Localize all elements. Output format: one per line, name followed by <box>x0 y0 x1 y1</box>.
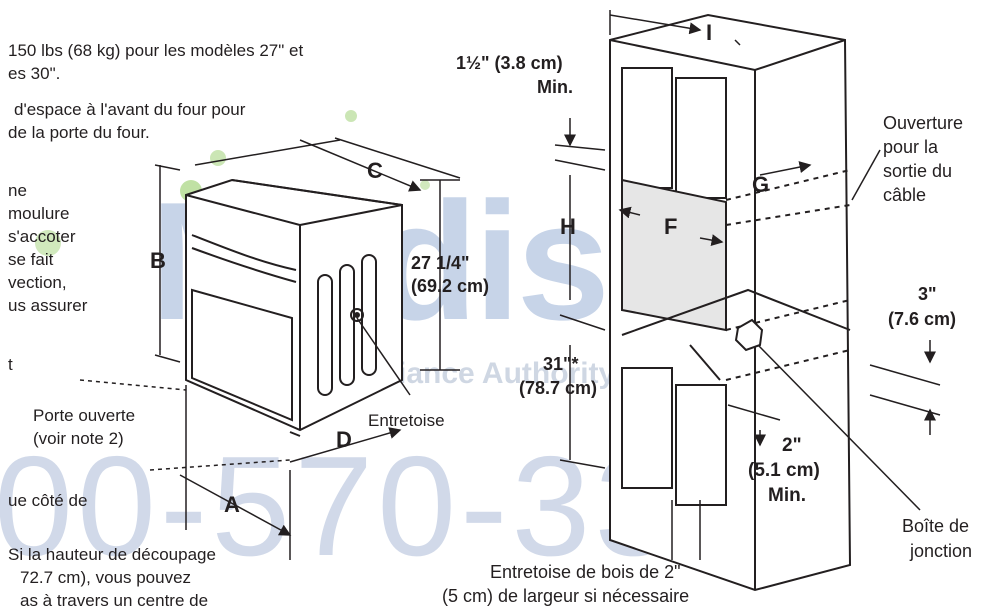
instructions-line: es 30". <box>8 64 61 83</box>
cable-opening-label: pour la <box>883 137 939 157</box>
floor-height-metric: (78.7 cm) <box>519 378 598 398</box>
dimension-label-h: H <box>560 214 576 239</box>
bottom-clearance-min: Min. <box>768 485 806 506</box>
instructions-line: vection, <box>8 273 67 292</box>
spacer-label: Entretoise <box>368 411 445 430</box>
cable-opening-label: Ouverture <box>883 113 964 133</box>
instructions-line: t <box>8 355 13 374</box>
oven-dimensions <box>79 137 461 560</box>
cable-opening-label: câble <box>883 185 927 205</box>
dimension-label-d: D <box>336 427 352 452</box>
instructions-line: 150 lbs (68 kg) pour les modèles 27" et <box>8 41 304 60</box>
dimension-label-b: B <box>150 248 166 273</box>
dimension-label-i: I <box>706 20 713 45</box>
dimension-label-c: C <box>367 158 383 183</box>
instructions-line: 72.7 cm), vous pouvez <box>20 568 192 587</box>
bottom-clearance-value: 2" <box>782 435 802 456</box>
cabinet-dimensions <box>554 10 941 560</box>
watermark-dot <box>420 180 430 190</box>
watermark-dot <box>35 230 61 256</box>
dimension-label-f: F <box>664 214 678 239</box>
side-clearance-metric: (7.6 cm) <box>888 309 957 329</box>
oven-drawing <box>185 178 403 437</box>
door-open-label: Porte ouverte <box>33 406 136 425</box>
watermark-dot <box>345 110 357 122</box>
junction-box-label: Boîte de <box>902 516 970 536</box>
top-clearance-value: 1½" (3.8 cm) <box>456 53 563 73</box>
instructions-line: ue côté de <box>8 491 88 510</box>
instructions-line: de la porte du four. <box>8 123 150 142</box>
cabinet-drawing <box>609 13 852 592</box>
instructions-line: d'espace à l'avant du four pour <box>14 100 246 119</box>
instructions-line: us assurer <box>8 296 88 315</box>
instructions-line: se fait <box>8 250 54 269</box>
cable-opening-label: sortie du <box>883 161 953 181</box>
instructions-line: s'accoter <box>8 227 76 246</box>
dimension-label-a: A <box>224 492 240 517</box>
wood-spacer-label: Entretoise de bois de 2" <box>490 562 681 582</box>
door-open-note: (voir note 2) <box>33 429 124 448</box>
instructions-line: moulure <box>8 204 70 223</box>
instructions-line: ne <box>8 181 27 200</box>
wood-spacer-note: (5 cm) de largeur si nécessaire <box>442 586 690 606</box>
bottom-clearance-metric: (5.1 cm) <box>748 460 820 481</box>
instructions-line: as à travers un centre de <box>20 591 209 610</box>
dimension-label-g: G <box>752 172 770 197</box>
top-clearance-min: Min. <box>537 77 573 97</box>
floor-height-value: 31"* <box>543 354 579 374</box>
oven-height-value: 27 1/4" <box>411 253 470 273</box>
oven-height-metric: (69.2 cm) <box>411 276 490 296</box>
instructions-line: Si la hauteur de découpage <box>8 545 216 564</box>
side-clearance-value: 3" <box>918 284 937 304</box>
junction-box-label: jonction <box>910 541 973 561</box>
